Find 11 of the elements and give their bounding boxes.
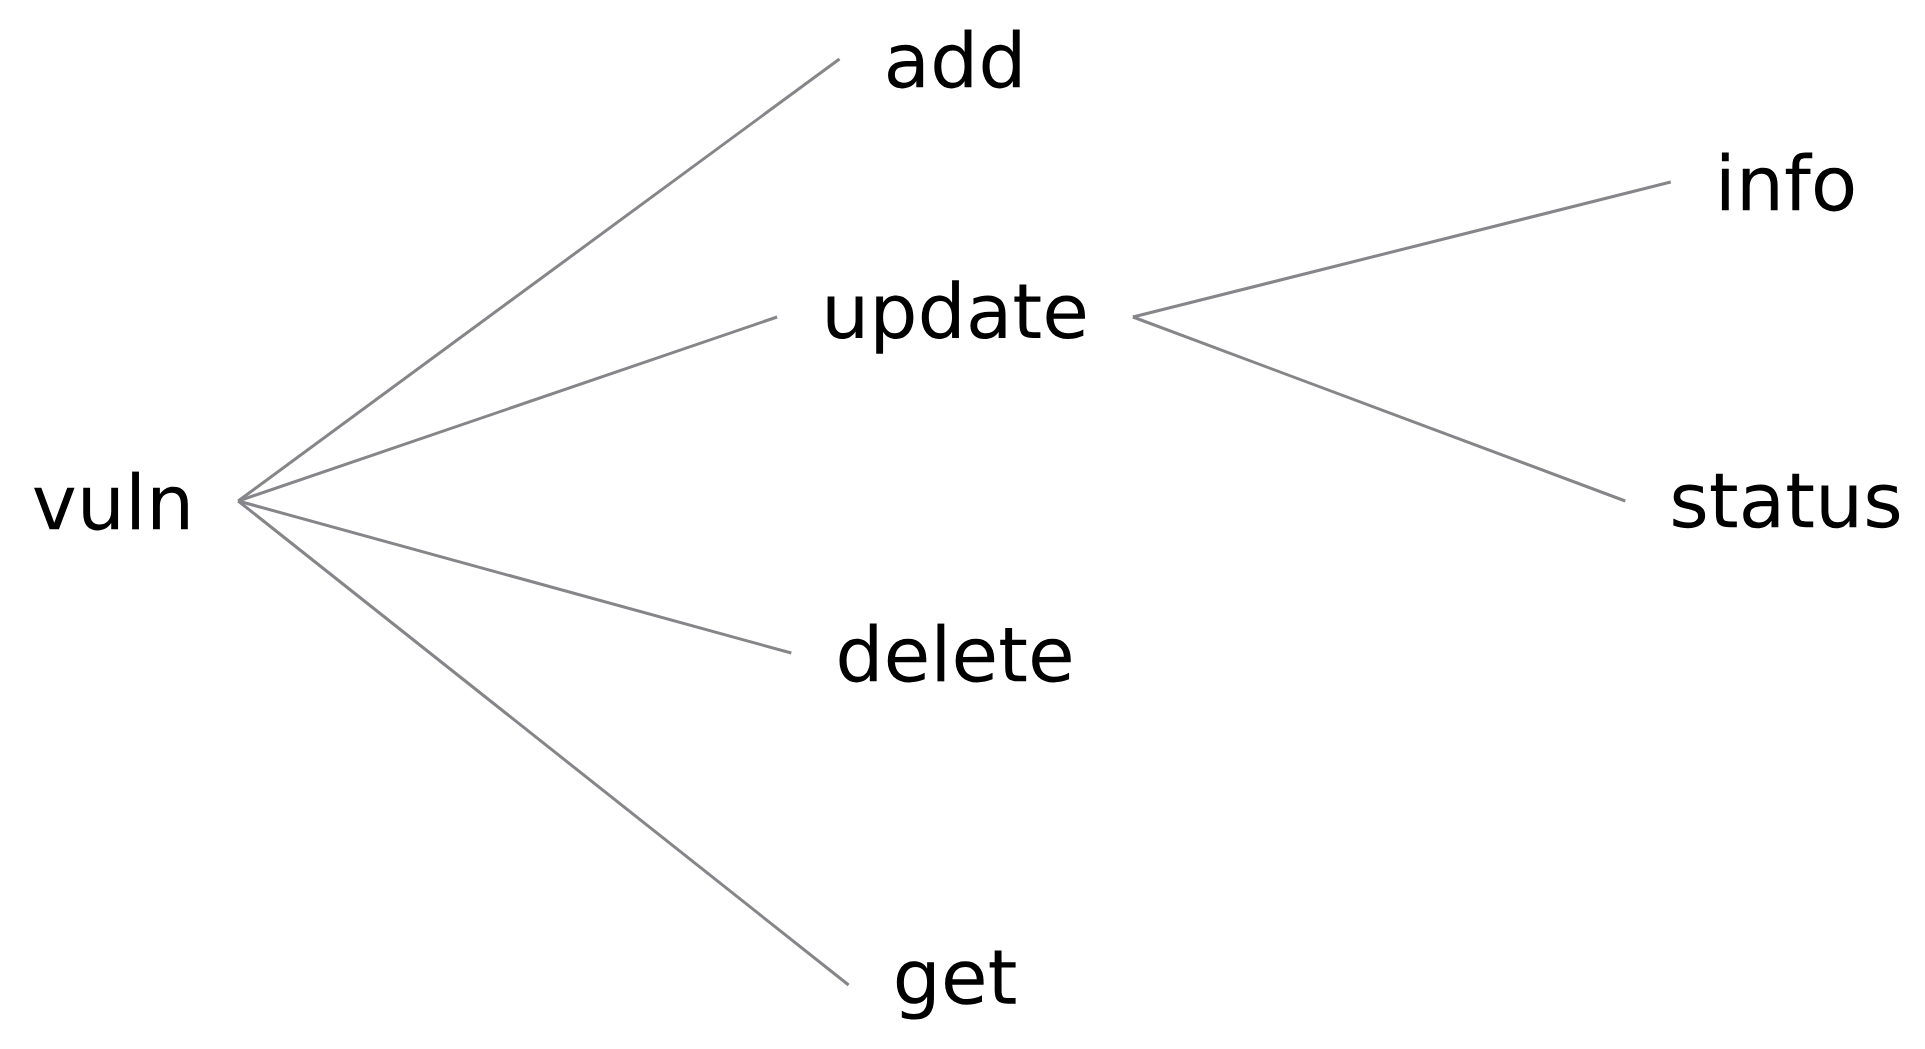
connector-line (1132, 180, 1672, 319)
node-label: info (1721, 152, 1854, 212)
connector-line (237, 315, 778, 503)
node-label: delete (839, 623, 1071, 683)
node-label: update (827, 280, 1085, 354)
connector-line (237, 499, 850, 987)
node-label: get (896, 950, 1016, 1020)
connector-line (1132, 315, 1626, 503)
node-label: status (1673, 473, 1900, 529)
node-label: vuln (34, 471, 188, 531)
node-label: add (888, 29, 1020, 89)
